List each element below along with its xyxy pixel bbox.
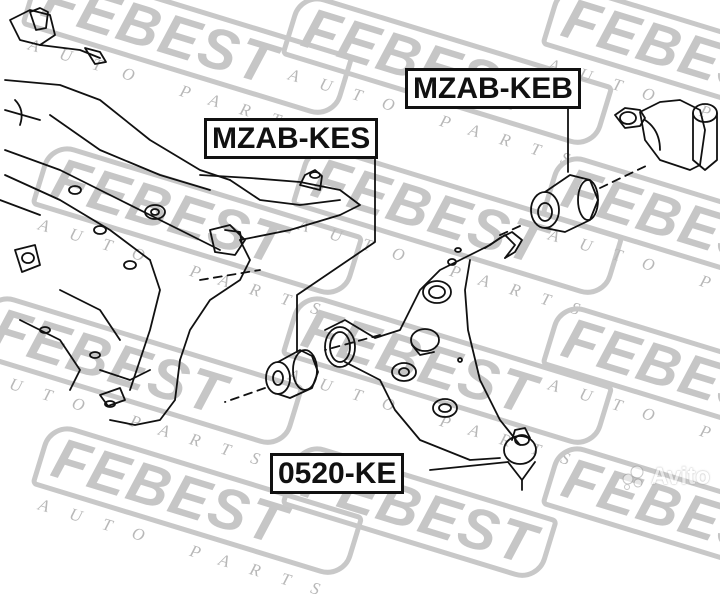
leader-lines: [296, 101, 569, 471]
part-label-mzab-kes[interactable]: MZAB-KES: [204, 118, 379, 159]
axis-lines: [199, 164, 649, 403]
avito-watermark: Avito: [621, 463, 710, 491]
bushing-mzab-kes-drawing: [265, 326, 356, 399]
part-label-0520-ke[interactable]: 0520-KE: [270, 453, 405, 494]
control-arm-drawing: [324, 231, 523, 461]
avito-logo-icon: [622, 465, 644, 490]
avito-text: Avito: [650, 463, 710, 490]
part-label-mzab-keb[interactable]: MZAB-KEB: [405, 68, 581, 109]
bracket-drawing: [614, 99, 718, 171]
line-art: [0, 7, 718, 491]
subframe-drawing: [0, 7, 361, 426]
ball-joint-0520-ke-drawing: [503, 427, 537, 491]
bushing-mzab-keb-drawing: [530, 174, 599, 233]
